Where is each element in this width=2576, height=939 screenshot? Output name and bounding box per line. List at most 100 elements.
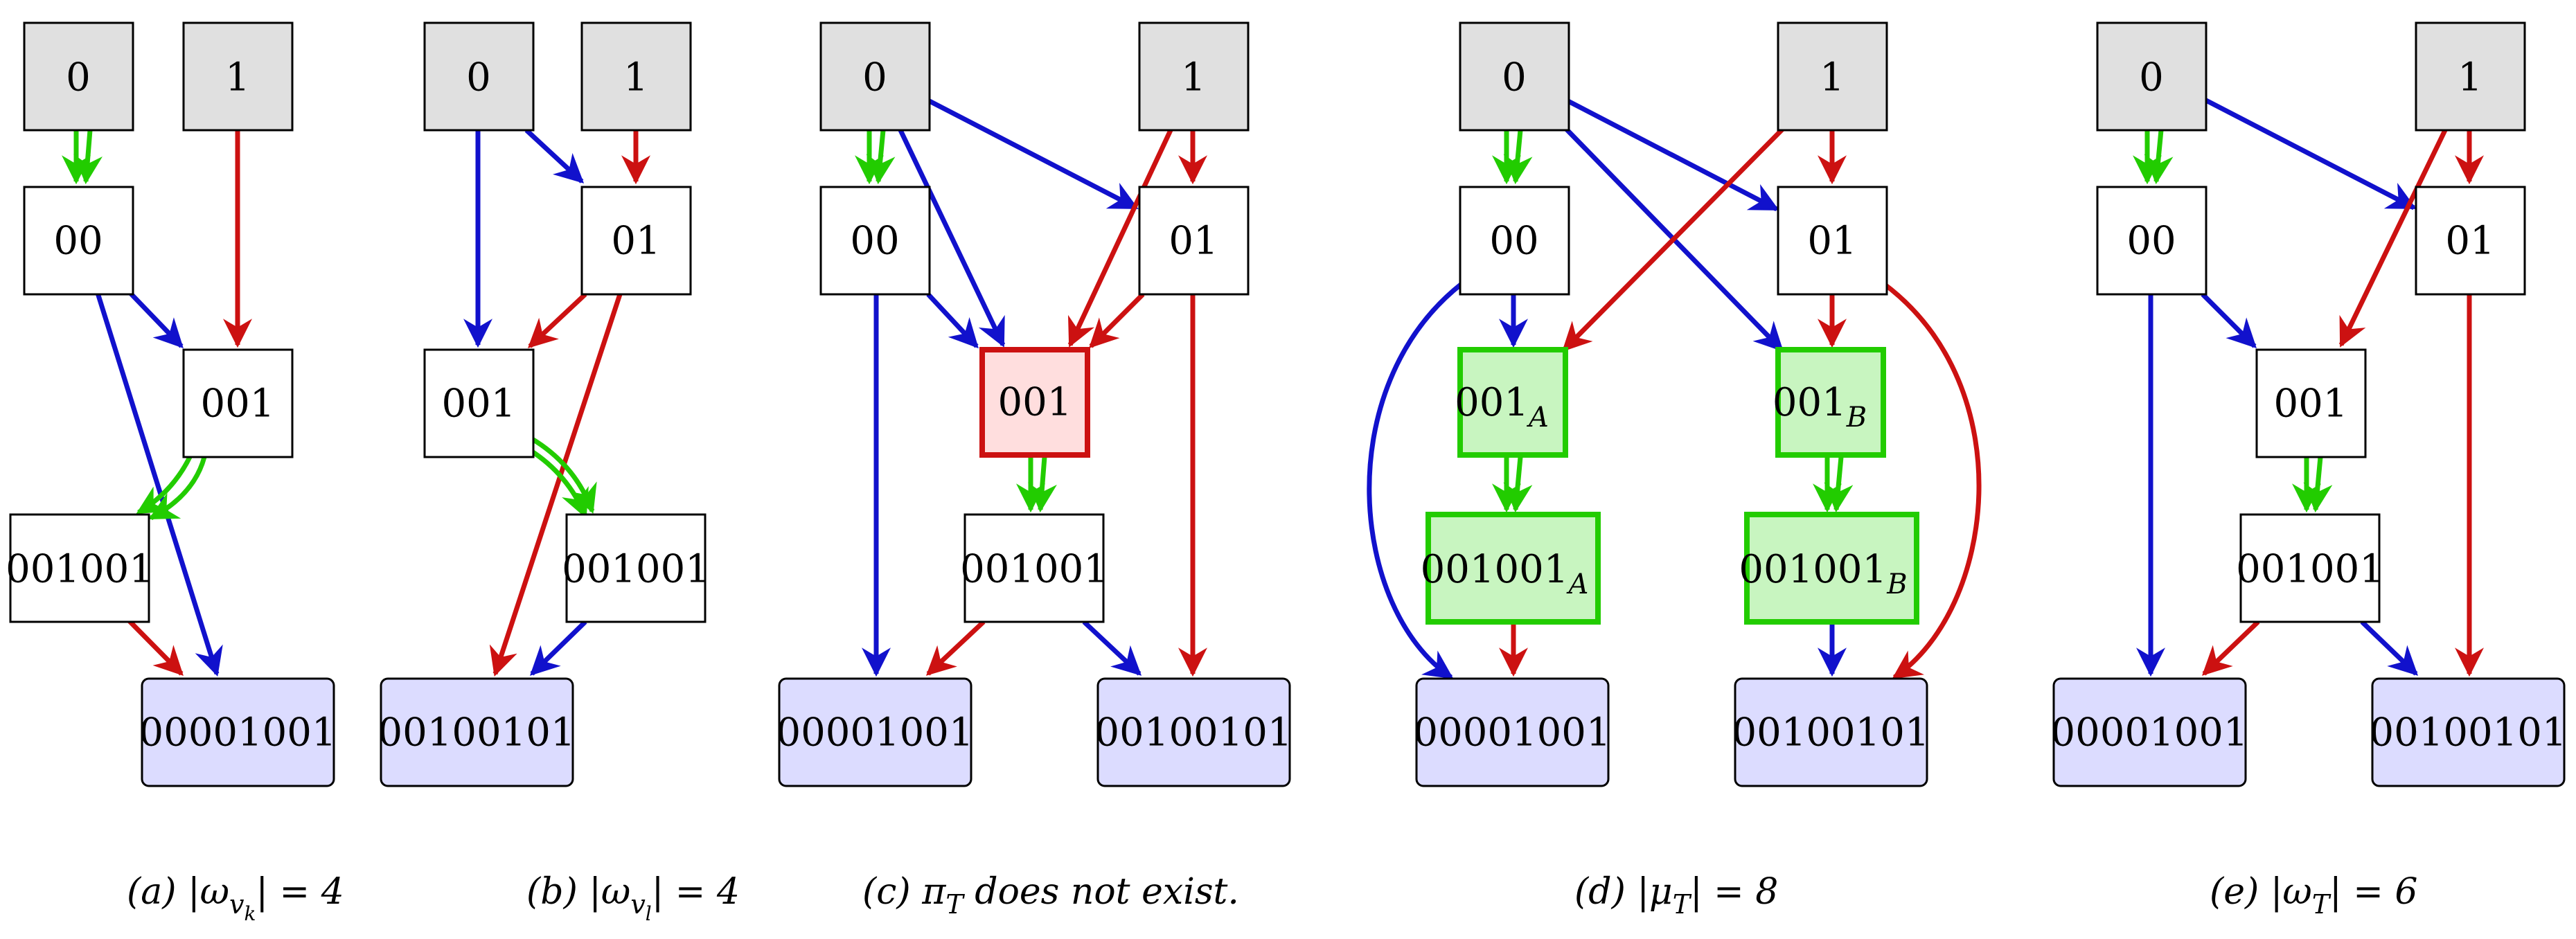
panel-b: 0 1 01 001 001001 00100101 (b) |ωvl| = 4 — [377, 21, 740, 925]
edge-green — [866, 129, 896, 185]
node-00: 00 — [1459, 186, 1570, 296]
edge-green — [1824, 456, 1854, 513]
edge-blue — [1367, 282, 1464, 679]
node-00001001: 00001001 — [2050, 677, 2248, 787]
edge-green — [1503, 456, 1533, 513]
node-001-a: 001A — [1455, 347, 1568, 458]
node-001: 001 — [2255, 348, 2367, 458]
node-0: 0 — [423, 21, 535, 132]
node-00001001: 00001001 — [776, 677, 974, 787]
svg-text:001001: 001001 — [562, 547, 710, 592]
node-001: 001 — [182, 348, 294, 458]
edge-red — [1067, 129, 1173, 348]
svg-text:01: 01 — [1807, 219, 1856, 264]
node-0: 0 — [1459, 21, 1570, 132]
edge-red — [925, 620, 986, 676]
edge-blue — [524, 128, 585, 184]
node-00100101: 00100101 — [1094, 677, 1293, 787]
svg-text:01: 01 — [611, 219, 660, 264]
edge-blue — [1565, 98, 1779, 212]
node-00100101: 00100101 — [377, 677, 576, 787]
svg-text:0: 0 — [466, 55, 491, 100]
edge-blue — [1560, 123, 1784, 352]
panel-a: 0 1 00 001 001001 00001001 (a) |ωvk| = 4 — [6, 21, 344, 925]
edge-blue — [2360, 620, 2419, 676]
svg-text:01: 01 — [2445, 219, 2494, 264]
svg-text:1: 1 — [623, 55, 648, 100]
node-001: 001 — [423, 348, 535, 458]
svg-text:0: 0 — [2139, 55, 2164, 100]
svg-text:00001001: 00001001 — [2050, 710, 2248, 755]
svg-text:001: 001 — [201, 382, 275, 427]
svg-text:1: 1 — [225, 55, 250, 100]
node-0: 0 — [2096, 21, 2208, 132]
edge-green — [136, 454, 193, 515]
node-001-b: 001B — [1773, 347, 1886, 458]
edge-blue — [94, 289, 223, 677]
node-00: 00 — [819, 186, 931, 296]
svg-text:001001A: 001001A — [1421, 547, 1589, 601]
svg-text:01: 01 — [1169, 219, 1218, 264]
edge-green — [148, 456, 207, 521]
svg-text:0: 0 — [66, 55, 91, 100]
svg-text:00: 00 — [2126, 219, 2176, 264]
edge-red — [1562, 126, 1786, 352]
edge-blue — [927, 98, 1139, 211]
node-1: 1 — [1777, 21, 1888, 132]
svg-text:001A: 001A — [1455, 380, 1549, 434]
node-01: 01 — [1138, 186, 1250, 296]
node-01: 01 — [1777, 186, 1888, 296]
node-0: 0 — [23, 21, 134, 132]
svg-text:00100101: 00100101 — [1732, 710, 1929, 755]
node-00100101: 00100101 — [1732, 677, 1930, 787]
edge-green — [528, 448, 589, 519]
caption-a: (a) |ωvk| = 4 — [127, 871, 344, 925]
edge-blue — [529, 620, 587, 676]
edge-green — [2144, 129, 2174, 185]
node-1: 1 — [580, 21, 692, 132]
node-00: 00 — [23, 186, 134, 296]
edge-red — [1089, 292, 1145, 348]
svg-text:001001: 001001 — [2236, 547, 2384, 592]
panel-e: 0 1 00 01 001 001001 00001001 00100101 — [2050, 21, 2567, 920]
node-001001-b: 001001B — [1739, 512, 1919, 625]
svg-text:001001: 001001 — [6, 547, 154, 592]
svg-text:00: 00 — [1489, 219, 1538, 264]
svg-text:1: 1 — [1820, 55, 1845, 100]
edge-red — [2338, 129, 2448, 348]
caption-e: (e) |ωT| = 6 — [2210, 871, 2417, 920]
edge-red — [1882, 282, 1982, 679]
node-001001: 001001 — [6, 513, 154, 623]
edge-blue — [2201, 292, 2257, 348]
svg-text:001B: 001B — [1773, 380, 1867, 434]
node-1: 1 — [182, 21, 294, 132]
svg-text:001: 001 — [442, 382, 516, 427]
svg-text:001: 001 — [998, 380, 1072, 425]
svg-text:1: 1 — [1181, 55, 1206, 100]
panel-d: 0 1 00 01 001A 001B 001001A 001001B — [1367, 21, 1982, 920]
panel-c: 0 1 00 01 001 001001 00001001 00100101 — [776, 21, 1293, 920]
node-001001: 001001 — [960, 513, 1108, 623]
svg-text:00100101: 00100101 — [377, 710, 575, 755]
node-001001-a: 001001A — [1421, 512, 1601, 625]
node-00100101: 00100101 — [2369, 677, 2567, 787]
svg-text:1: 1 — [2458, 55, 2482, 100]
svg-text:00001001: 00001001 — [139, 710, 336, 755]
edge-blue — [1082, 620, 1142, 676]
edge-red — [489, 293, 623, 677]
svg-text:001: 001 — [2274, 382, 2348, 427]
caption-d: (d) |μT| = 8 — [1574, 871, 1778, 920]
edge-red — [2201, 620, 2260, 676]
svg-text:00001001: 00001001 — [776, 710, 973, 755]
svg-text:00100101: 00100101 — [1094, 710, 1292, 755]
edge-blue — [898, 129, 1006, 348]
node-01: 01 — [2415, 186, 2526, 296]
caption-b: (b) |ωvl| = 4 — [526, 871, 740, 925]
edge-blue — [926, 292, 979, 349]
node-001: 001 — [979, 347, 1090, 458]
node-1: 1 — [1138, 21, 1250, 132]
edge-green — [1503, 129, 1533, 185]
edge-green — [2303, 456, 2333, 513]
node-0: 0 — [819, 21, 931, 132]
